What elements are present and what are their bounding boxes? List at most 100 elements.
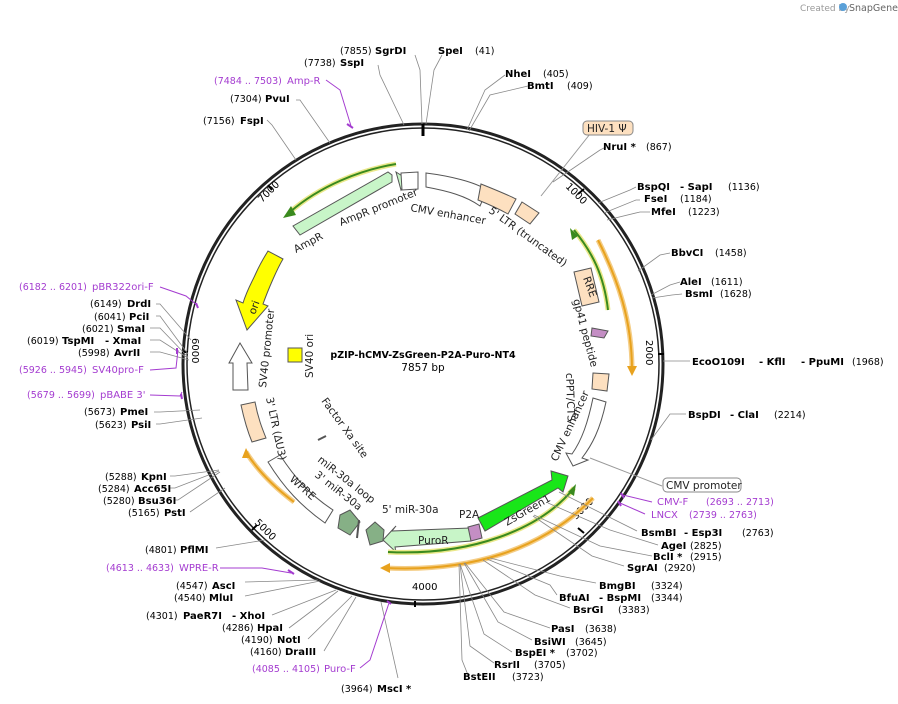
enzyme-drdi[interactable]: (6149) DrdI	[90, 299, 151, 310]
svg-text:FseI: FseI	[644, 194, 667, 205]
primer-sv40pro-f[interactable]: (5926 .. 5945) SV40pro-F	[19, 365, 144, 376]
enzyme-fspi[interactable]: (7156) FspI	[203, 116, 264, 127]
svg-text:FspI: FspI	[240, 116, 264, 127]
svg-text:- BspMI: - BspMI	[599, 593, 641, 604]
enzyme-kpni[interactable]: (5288) KpnI	[105, 472, 167, 483]
svg-text:(4540): (4540)	[174, 593, 206, 604]
created-by-text: Created by	[800, 4, 850, 14]
enzyme-ecoo109i[interactable]: EcoO109I - KflI - PpuMI (1968)	[692, 357, 884, 368]
enzyme-fsei[interactable]: FseI (1184)	[644, 194, 712, 205]
mir30a-loop-feature	[356, 519, 360, 539]
enzyme-bmti[interactable]: BmtI (409)	[527, 81, 593, 92]
enzyme-bsteii[interactable]: BstEII (3723)	[463, 672, 544, 683]
enzyme-pasi[interactable]: PasI (3638)	[551, 624, 617, 635]
svg-text:(4085 .. 4105): (4085 .. 4105)	[252, 664, 320, 675]
svg-text:BbvCI: BbvCI	[671, 248, 703, 259]
primer-wpre-r[interactable]: (4613 .. 4633) WPRE-R	[106, 563, 219, 574]
enzyme-bcli[interactable]: BclI * (2915)	[653, 552, 722, 563]
primer-marks	[176, 123, 625, 605]
primer-lncx[interactable]: LNCX (2739 .. 2763)	[651, 510, 757, 521]
enzyme-pvui[interactable]: (7304) PvuI	[230, 94, 290, 105]
svg-text:(5284): (5284)	[98, 484, 130, 495]
enzyme-leader-lines	[150, 54, 690, 679]
primer-puro-f[interactable]: (4085 .. 4105) Puro-F	[252, 664, 356, 675]
enzyme-sgrdi[interactable]: (7855) SgrDI	[340, 46, 406, 57]
enzyme-bfuai-bspmi[interactable]: BfuAI - BspMI (3344)	[559, 593, 683, 604]
enzyme-hpai[interactable]: (4286) HpaI	[222, 623, 283, 634]
enzyme-bmgbi[interactable]: BmgBI (3324)	[599, 581, 683, 592]
sv40-promoter-label: SV40 promoter	[257, 308, 277, 389]
snapgene-logo-icon	[839, 3, 847, 11]
svg-text:SV40pro-F: SV40pro-F	[92, 365, 144, 376]
enzyme-noti[interactable]: (4190) NotI	[241, 635, 301, 646]
enzyme-acc65i[interactable]: (5284) Acc65I	[98, 484, 171, 495]
svg-text:(2825): (2825)	[690, 541, 722, 552]
enzyme-pflmi[interactable]: (4801) PflMI	[145, 545, 208, 556]
svg-text:pBR322ori-F: pBR322ori-F	[92, 282, 154, 293]
svg-text:DraIII: DraIII	[285, 647, 316, 658]
svg-text:AgeI: AgeI	[661, 541, 686, 552]
enzyme-alei[interactable]: AleI (1611)	[680, 277, 743, 288]
enzyme-agei[interactable]: AgeI (2825)	[661, 541, 722, 552]
enzyme-pmei[interactable]: (5673) PmeI	[84, 407, 148, 418]
hiv-psi-callout: HIV-1 Ψ	[540, 120, 634, 197]
enzyme-bbvci[interactable]: BbvCI (1458)	[671, 248, 747, 259]
svg-text:(405): (405)	[543, 69, 569, 80]
enzyme-bsrgi[interactable]: BsrGI (3383)	[573, 605, 650, 616]
enzyme-psti[interactable]: (5165) PstI	[128, 508, 186, 519]
svg-text:AscI: AscI	[212, 581, 235, 592]
enzyme-bsiwi[interactable]: BsiWI (3645)	[534, 637, 607, 648]
sv40-ori-label: SV40 ori	[304, 334, 316, 378]
svg-text:(41): (41)	[475, 46, 495, 57]
enzyme-avrii[interactable]: (5998) AvrII	[78, 348, 140, 359]
primer-pbabe-3[interactable]: (5679 .. 5699) pBABE 3'	[27, 390, 146, 401]
enzyme-rsrii[interactable]: RsrII (3705)	[494, 660, 566, 671]
enzyme-pcii[interactable]: (6041) PciI	[94, 312, 149, 323]
mir30a-5-feature	[365, 521, 385, 546]
svg-text:(2739 .. 2763): (2739 .. 2763)	[689, 510, 757, 521]
enzyme-bsmbi-esp3i[interactable]: BsmBI - Esp3I (2763)	[641, 528, 774, 539]
backbone	[181, 122, 665, 606]
svg-text:SpeI: SpeI	[438, 46, 463, 57]
enzyme-bspqi-sapi[interactable]: BspQI - SapI (1136)	[637, 182, 760, 193]
enzyme-mfei[interactable]: MfeI (1223)	[651, 207, 720, 218]
enzyme-asci[interactable]: (4547) AscI	[176, 581, 235, 592]
svg-text:AvrII: AvrII	[114, 348, 140, 359]
enzyme-smai[interactable]: (6021) SmaI	[82, 324, 145, 335]
cmv-enhancer-top-label: CMV enhancer	[409, 202, 487, 227]
enzyme-sspi[interactable]: (7738) SspI	[304, 58, 364, 69]
svg-text:(5679 .. 5699): (5679 .. 5699)	[27, 390, 95, 401]
svg-text:BmtI: BmtI	[527, 81, 554, 92]
primer-pbr322ori-f[interactable]: (6182 .. 6201) pBR322ori-F	[19, 282, 154, 293]
enzyme-bsmi[interactable]: BsmI (1628)	[685, 289, 752, 300]
enzyme-mlui[interactable]: (4540) MluI	[174, 593, 233, 604]
primer-amp-r[interactable]: (7484 .. 7503) Amp-R	[214, 76, 321, 87]
cmv-enhancer-top-feature	[425, 172, 488, 207]
enzyme-draiii[interactable]: (4160) DraIII	[250, 647, 316, 658]
enzyme-nhei[interactable]: NheI (405)	[505, 69, 569, 80]
svg-text:(7738): (7738)	[304, 58, 336, 69]
svg-text:BsmI: BsmI	[685, 289, 713, 300]
gp41-feature	[590, 327, 609, 339]
cmv-promoter-callout: CMV promoter	[589, 457, 742, 493]
enzyme-bsu36i[interactable]: (5280) Bsu36I	[103, 496, 176, 507]
enzyme-nrui[interactable]: NruI * (867)	[603, 142, 672, 153]
svg-text:BsmBI: BsmBI	[641, 528, 676, 539]
enzyme-sgrai[interactable]: SgrAI (2920)	[627, 563, 696, 574]
enzyme-tspmi-xmai[interactable]: (6019) TspMI - XmaI	[27, 336, 141, 347]
svg-text:(2915): (2915)	[690, 552, 722, 563]
svg-text:(4190): (4190)	[241, 635, 273, 646]
svg-text:CMV-F: CMV-F	[657, 497, 688, 508]
ltr3-feature	[240, 401, 267, 443]
hiv-psi-label: HIV-1 Ψ	[587, 123, 627, 135]
puror-label: PuroR	[418, 535, 449, 547]
svg-text:(1136): (1136)	[728, 182, 760, 193]
primer-cmv-f[interactable]: CMV-F (2693 .. 2713)	[657, 497, 774, 508]
enzyme-spei[interactable]: SpeI (41)	[438, 46, 495, 57]
enzyme-bspei[interactable]: BspEI * (3702)	[515, 648, 598, 659]
p2a-feature	[467, 523, 483, 542]
enzyme-psii[interactable]: (5623) PsiI	[95, 420, 151, 431]
enzyme-bspdi-clai[interactable]: BspDI - ClaI (2214)	[688, 410, 806, 421]
enzyme-msci[interactable]: (3964) MscI *	[341, 684, 412, 695]
enzyme-paer7i-xhoi[interactable]: (4301) PaeR7I - XhoI	[146, 611, 265, 622]
